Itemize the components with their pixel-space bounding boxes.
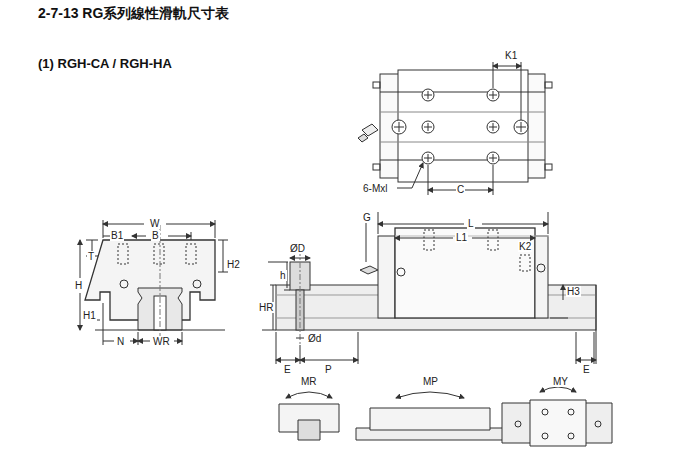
- dimension-label: WR: [152, 336, 171, 347]
- dimension-label: C: [456, 184, 465, 195]
- dimension-label: T: [87, 251, 95, 262]
- dimension-label: H3: [566, 286, 581, 297]
- dimension-label: G: [362, 212, 372, 223]
- dimension-label: Ød: [307, 333, 322, 344]
- dimension-label: ØD: [289, 243, 306, 254]
- dimension-label: L: [467, 218, 475, 229]
- dimension-label: K2: [518, 241, 532, 252]
- dimension-label: K1: [504, 50, 518, 61]
- dimension-label: MR: [300, 376, 318, 387]
- page-title: 2-7-13 RG系列線性滑軌尺寸表: [38, 5, 229, 23]
- dimension-label: H2: [226, 259, 241, 270]
- dimension-label: H: [74, 280, 83, 291]
- dimension-label: 6-Mxl: [362, 183, 388, 194]
- dimension-label: L1: [455, 232, 468, 243]
- dimension-label: E: [283, 364, 292, 375]
- dimension-label: E: [582, 364, 591, 375]
- dimension-label: MP: [422, 376, 439, 387]
- dimension-label: HR: [258, 302, 274, 313]
- dimension-label: B1: [110, 230, 124, 241]
- dimension-label: B: [151, 230, 160, 241]
- dimension-label: P: [324, 364, 333, 375]
- dimension-label: H1: [82, 310, 97, 321]
- dimension-label: MY: [552, 376, 569, 387]
- dimension-label: W: [149, 218, 160, 229]
- dimension-label: N: [116, 336, 125, 347]
- dimension-label: h: [279, 270, 287, 281]
- model-heading: (1) RGH-CA / RGH-HA: [38, 56, 172, 71]
